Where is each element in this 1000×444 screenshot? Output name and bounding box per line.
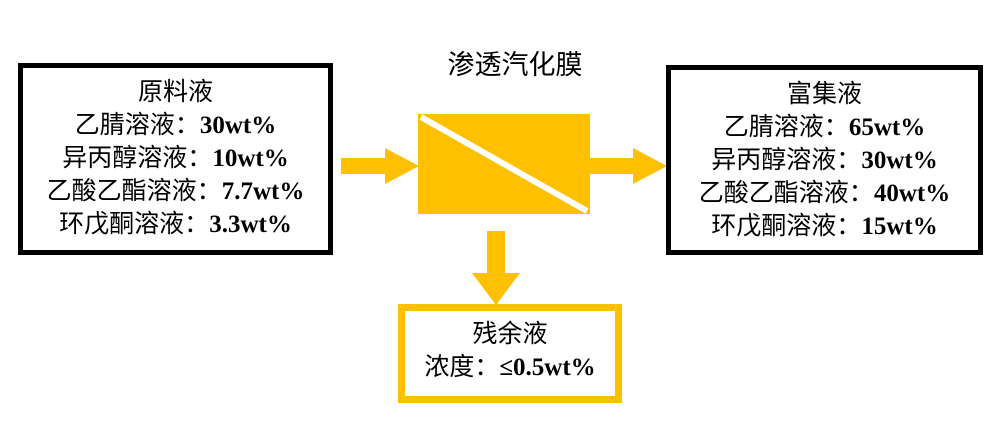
enriched-spec-label-1: 乙腈溶液： [723, 114, 849, 141]
feed-spec-line-3: 乙酸乙酯溶液：7.7wt% [47, 175, 305, 208]
enriched-spec-line-3: 乙酸乙酯溶液：40wt% [699, 177, 950, 210]
feed-spec-label-3: 乙酸乙酯溶液： [46, 178, 222, 205]
enriched-box-title: 富集液 [786, 81, 862, 108]
residue-box-title: 残余液 [472, 321, 548, 348]
feed-spec-line-4: 环戊酮溶液：3.3wt% [59, 208, 292, 241]
enriched-spec-line-1: 乙腈溶液：65wt% [724, 111, 925, 144]
feed-solution-box: 原料液 乙腈溶液：30wt% 异丙醇溶液：10wt% 乙酸乙酯溶液：7.7wt%… [18, 63, 333, 255]
enriched-spec-value-2: 30wt% [861, 147, 938, 174]
feed-spec-label-4: 环戊酮溶液： [59, 211, 210, 238]
feed-spec-line-1: 乙腈溶液：30wt% [75, 109, 276, 142]
feed-spec-value-2: 10wt% [212, 145, 289, 172]
residue-spec-label-1: 浓度： [424, 354, 500, 381]
feed-box-title: 原料液 [137, 79, 213, 106]
residue-spec-value-1: ≤0.5wt% [499, 354, 596, 381]
enriched-arrow-right-icon [589, 148, 667, 184]
enriched-spec-label-2: 异丙醇溶液： [711, 147, 862, 174]
membrane-title: 渗透汽化膜 [447, 50, 583, 80]
feed-spec-line-2: 异丙醇溶液：10wt% [62, 142, 288, 175]
enriched-spec-line-4: 环戊酮溶液：15wt% [711, 210, 937, 243]
residue-solution-box: 残余液 浓度：≤0.5wt% [398, 304, 622, 403]
enriched-spec-line-2: 异丙醇溶液：30wt% [711, 144, 937, 177]
residue-arrow-down-icon [472, 231, 520, 305]
feed-spec-label-1: 乙腈溶液： [74, 112, 200, 139]
feed-spec-label-2: 异丙醇溶液： [62, 145, 213, 172]
residue-spec-line-1: 浓度：≤0.5wt% [424, 351, 595, 384]
membrane-diagonal-line-icon [419, 114, 589, 214]
feed-spec-value-3: 7.7wt% [221, 178, 305, 205]
pervaporation-membrane-block [418, 114, 590, 214]
enriched-spec-label-4: 环戊酮溶液： [711, 213, 862, 240]
feed-spec-value-1: 30wt% [199, 112, 277, 139]
enriched-spec-value-4: 15wt% [861, 213, 938, 240]
enriched-spec-value-3: 40wt% [873, 180, 951, 207]
enriched-spec-value-1: 65wt% [848, 114, 926, 141]
enriched-solution-box: 富集液 乙腈溶液：65wt% 异丙醇溶液：30wt% 乙酸乙酯溶液：40wt% … [666, 65, 983, 255]
enriched-spec-label-3: 乙酸乙酯溶液： [698, 180, 874, 207]
feed-spec-value-4: 3.3wt% [209, 211, 292, 238]
feed-arrow-right-icon [341, 148, 419, 184]
